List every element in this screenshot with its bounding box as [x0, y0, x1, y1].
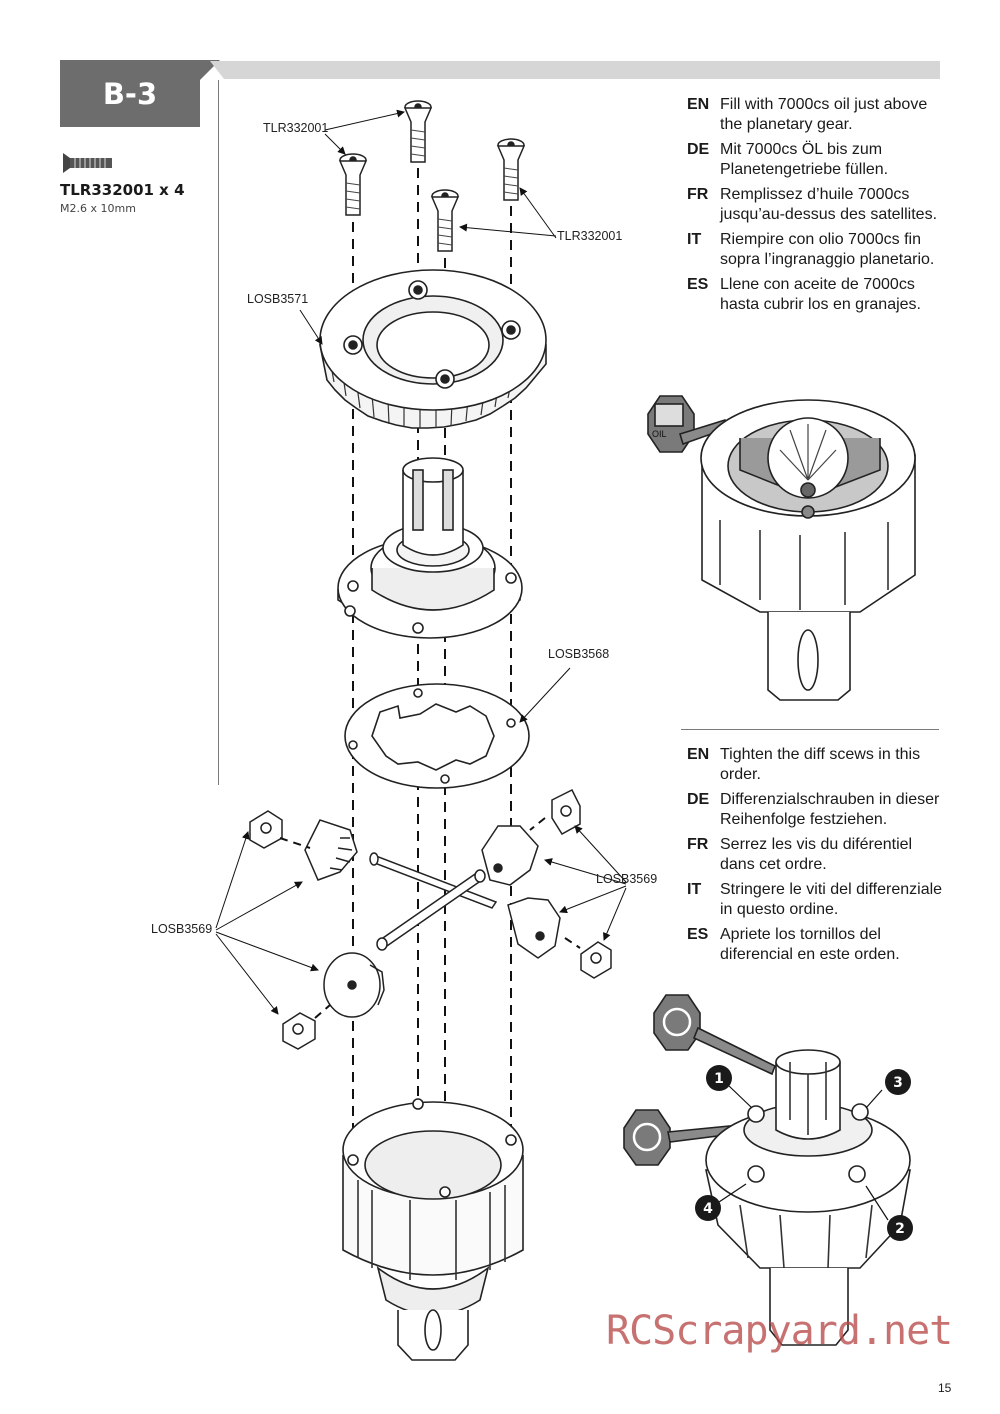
instruction-text: Stringere le viti del differenziale in q… — [720, 881, 943, 918]
callout-gears-right: LOSB3569 — [596, 872, 658, 886]
part-spec: M2.6 x 10mm — [60, 202, 136, 215]
section-divider — [681, 729, 939, 730]
lang-code: DE — [687, 791, 710, 808]
left-divider — [218, 80, 219, 785]
instruction-text: Apriete los tornillos del diferencial en… — [720, 926, 900, 963]
diff-case — [342, 1098, 524, 1361]
callout-gears-left: LOSB3569 — [151, 922, 213, 936]
callout-screw-b: TLR332001 — [557, 229, 623, 243]
instruction-row: FR Serrez les vis du diférentiel dans cet… — [687, 835, 947, 875]
instruction-row: ES Llene con aceite de 7000cs hasta cubri… — [687, 275, 947, 315]
instruction-text: Riempire con olio 7000cs fin sopra l’ing… — [720, 231, 935, 268]
instruction-text: Mit 7000cs ÖL bis zum Planetengetriebe f… — [720, 141, 889, 178]
screw-threads — [345, 129, 519, 246]
lang-code: FR — [687, 836, 709, 853]
callout-ring-gear: LOSB3571 — [247, 292, 309, 306]
lang-code: DE — [687, 141, 710, 158]
watermark: RCScrapyard.net — [606, 1308, 953, 1354]
gasket — [344, 683, 530, 789]
instruction-row: DE Differenzialschrauben in dieser Reihen… — [687, 790, 947, 830]
part-number: TLR332001 x 4 — [60, 181, 185, 199]
cross-shaft — [369, 852, 498, 951]
instruction-text: Differenzialschrauben in dieser Reihenfo… — [720, 791, 940, 828]
instruction-row: EN Fill with 7000cs oil just above the pl… — [687, 95, 947, 135]
instruction-row: IT Riempire con olio 7000cs fin sopra l’i… — [687, 230, 947, 270]
page-number: 15 — [938, 1381, 952, 1395]
instruction-row: IT Stringere le viti del differenziale in… — [687, 880, 947, 920]
screw-icon — [338, 100, 526, 252]
lang-code: FR — [687, 186, 709, 203]
square-nuts — [249, 788, 612, 1050]
instructions-oil: EN Fill with 7000cs oil just above the pl… — [687, 95, 947, 320]
lang-code: IT — [687, 231, 702, 248]
header-bar — [210, 61, 940, 79]
instruction-text: Fill with 7000cs oil just above the plan… — [720, 96, 928, 133]
lang-code: EN — [687, 746, 710, 763]
callout-leaders — [215, 109, 627, 1015]
bevel-gears — [304, 819, 561, 1018]
instruction-text: Serrez les vis du diférentiel dans cet o… — [720, 836, 913, 873]
lang-code: EN — [687, 96, 710, 113]
gear-guides — [279, 817, 581, 1019]
instruction-row: DE Mit 7000cs ÖL bis zum Planetengetriebe… — [687, 140, 947, 180]
callout-screw-a: TLR332001 — [263, 121, 329, 135]
step-label: B-3 — [60, 60, 200, 127]
callout-gasket: LOSB3568 — [548, 647, 610, 661]
instruction-text: Remplissez d’huile 7000cs jusqu’au-dessu… — [720, 186, 938, 223]
instruction-text: Llene con aceite de 7000cs hasta cubrir … — [720, 276, 921, 313]
instruction-row: ES Apriete los tornillos del diferencial … — [687, 925, 947, 965]
upper-housing — [337, 457, 523, 639]
lang-code: ES — [687, 926, 709, 943]
ring-gear — [319, 269, 547, 429]
instruction-text: Tighten the diff scews in this order. — [720, 746, 921, 783]
lang-code: ES — [687, 276, 709, 293]
instruction-row: FR Remplissez d’huile 7000cs jusqu’au-des… — [687, 185, 947, 225]
lang-code: IT — [687, 881, 702, 898]
instruction-row: EN Tighten the diff scews in this order. — [687, 745, 947, 785]
